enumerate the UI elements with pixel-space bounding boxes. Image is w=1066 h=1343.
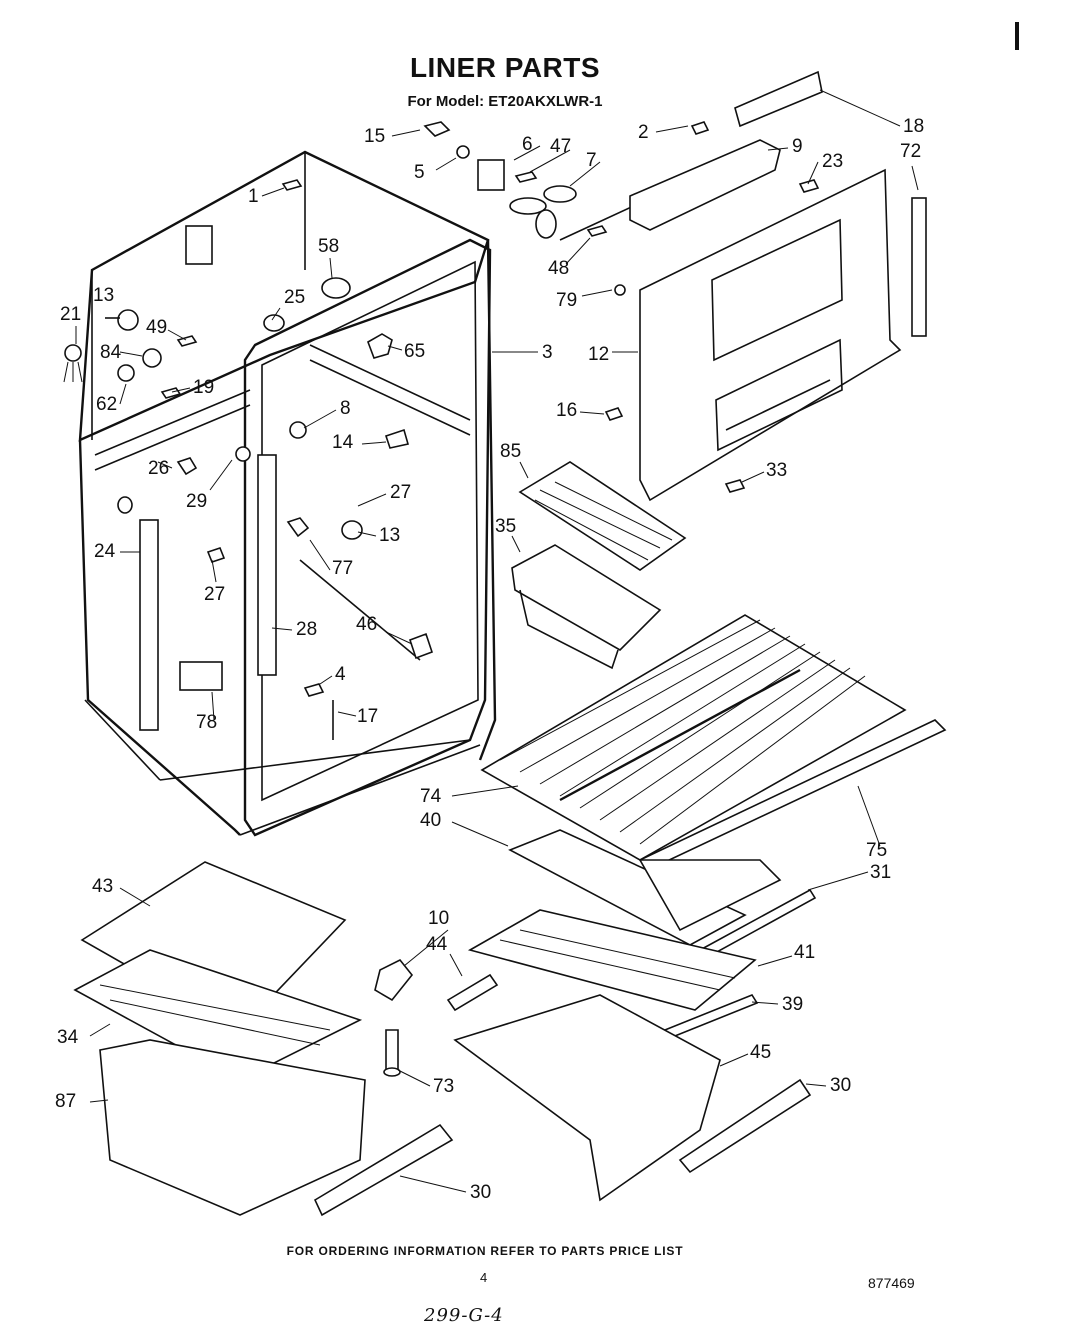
- callout-48: 48: [548, 258, 569, 279]
- callout-58: 58: [318, 236, 339, 257]
- callout-14: 14: [332, 432, 354, 453]
- callout-29: 29: [186, 491, 207, 512]
- callout-1: 1: [248, 186, 259, 207]
- callout-28: 28: [296, 619, 317, 640]
- callout-30a: 30: [830, 1075, 851, 1096]
- callout-74: 74: [420, 786, 442, 807]
- callout-41: 41: [794, 942, 815, 963]
- right-crisper-drawing: [446, 829, 817, 1202]
- callout-13a: 13: [93, 285, 114, 306]
- callout-25: 25: [284, 287, 305, 308]
- callout-15: 15: [364, 126, 385, 147]
- callout-34: 34: [57, 1027, 79, 1048]
- callout-21: 21: [60, 304, 81, 325]
- page-title: LINER PARTS: [409, 52, 601, 83]
- callout-2: 2: [638, 122, 649, 143]
- callout-47: 47: [550, 136, 571, 157]
- callout-44: 44: [426, 934, 448, 955]
- liner-cabinet-drawing: [78, 150, 497, 837]
- callout-12: 12: [588, 344, 609, 365]
- callout-79: 79: [556, 290, 577, 311]
- callout-49: 49: [146, 317, 167, 338]
- callout-18: 18: [903, 116, 924, 137]
- callout-3: 3: [542, 342, 553, 363]
- callout-30b: 30: [470, 1182, 491, 1203]
- callout-84: 84: [100, 342, 122, 363]
- callout-27a: 27: [390, 482, 411, 503]
- callout-7: 7: [586, 150, 597, 171]
- callout-46: 46: [356, 614, 377, 635]
- callout-35: 35: [495, 516, 516, 537]
- callout-85: 85: [500, 441, 521, 462]
- fan-assembly-drawing: [423, 70, 927, 337]
- callout-65: 65: [404, 341, 425, 362]
- callout-87: 87: [55, 1091, 76, 1112]
- callout-13b: 13: [379, 525, 400, 546]
- callout-45: 45: [750, 1042, 771, 1063]
- callout-40: 40: [420, 810, 441, 831]
- callout-77: 77: [332, 558, 353, 579]
- callout-26: 26: [148, 458, 169, 479]
- callout-labels: 15 5 6 47 7 48 2 9 18 23 72 1 58 13 21 4…: [55, 116, 924, 1203]
- callout-10: 10: [428, 908, 449, 929]
- center-small-parts-drawing: [374, 958, 414, 1077]
- callout-23: 23: [822, 151, 843, 172]
- handwritten-note: 299-G-4: [424, 1305, 504, 1326]
- callout-5: 5: [414, 162, 425, 183]
- rear-panel-drawing: [604, 168, 902, 502]
- callout-27b: 27: [204, 584, 225, 605]
- callout-6: 6: [522, 134, 533, 155]
- wire-shelf-drawing: [480, 614, 947, 871]
- callout-19: 19: [193, 377, 214, 398]
- callout-9: 9: [792, 136, 803, 157]
- callout-78: 78: [196, 712, 217, 733]
- left-hardware-drawing: [63, 309, 226, 563]
- document-number: 877469: [868, 1275, 915, 1291]
- callout-31: 31: [870, 862, 891, 883]
- model-subtitle: For Model: ET20AKXLWR-1: [407, 93, 603, 110]
- callout-75: 75: [866, 840, 887, 861]
- callout-4: 4: [335, 664, 346, 685]
- callout-33: 33: [766, 460, 787, 481]
- callout-16: 16: [556, 400, 577, 421]
- callout-39: 39: [782, 994, 803, 1015]
- leader-lines: [75, 89, 919, 1193]
- callout-43: 43: [92, 876, 113, 897]
- callout-62: 62: [96, 394, 117, 415]
- callout-8: 8: [340, 398, 351, 419]
- page-number: 4: [480, 1270, 488, 1285]
- callout-72: 72: [900, 141, 921, 162]
- left-crisper-drawing: [73, 861, 454, 1217]
- ice-tray-bin-drawing: [511, 461, 687, 670]
- callout-17: 17: [357, 706, 378, 727]
- callout-24: 24: [94, 541, 116, 562]
- corner-tick-mark: [1015, 22, 1019, 50]
- ordering-information-note: FOR ORDERING INFORMATION REFER TO PARTS …: [286, 1244, 684, 1258]
- callout-73: 73: [433, 1076, 454, 1097]
